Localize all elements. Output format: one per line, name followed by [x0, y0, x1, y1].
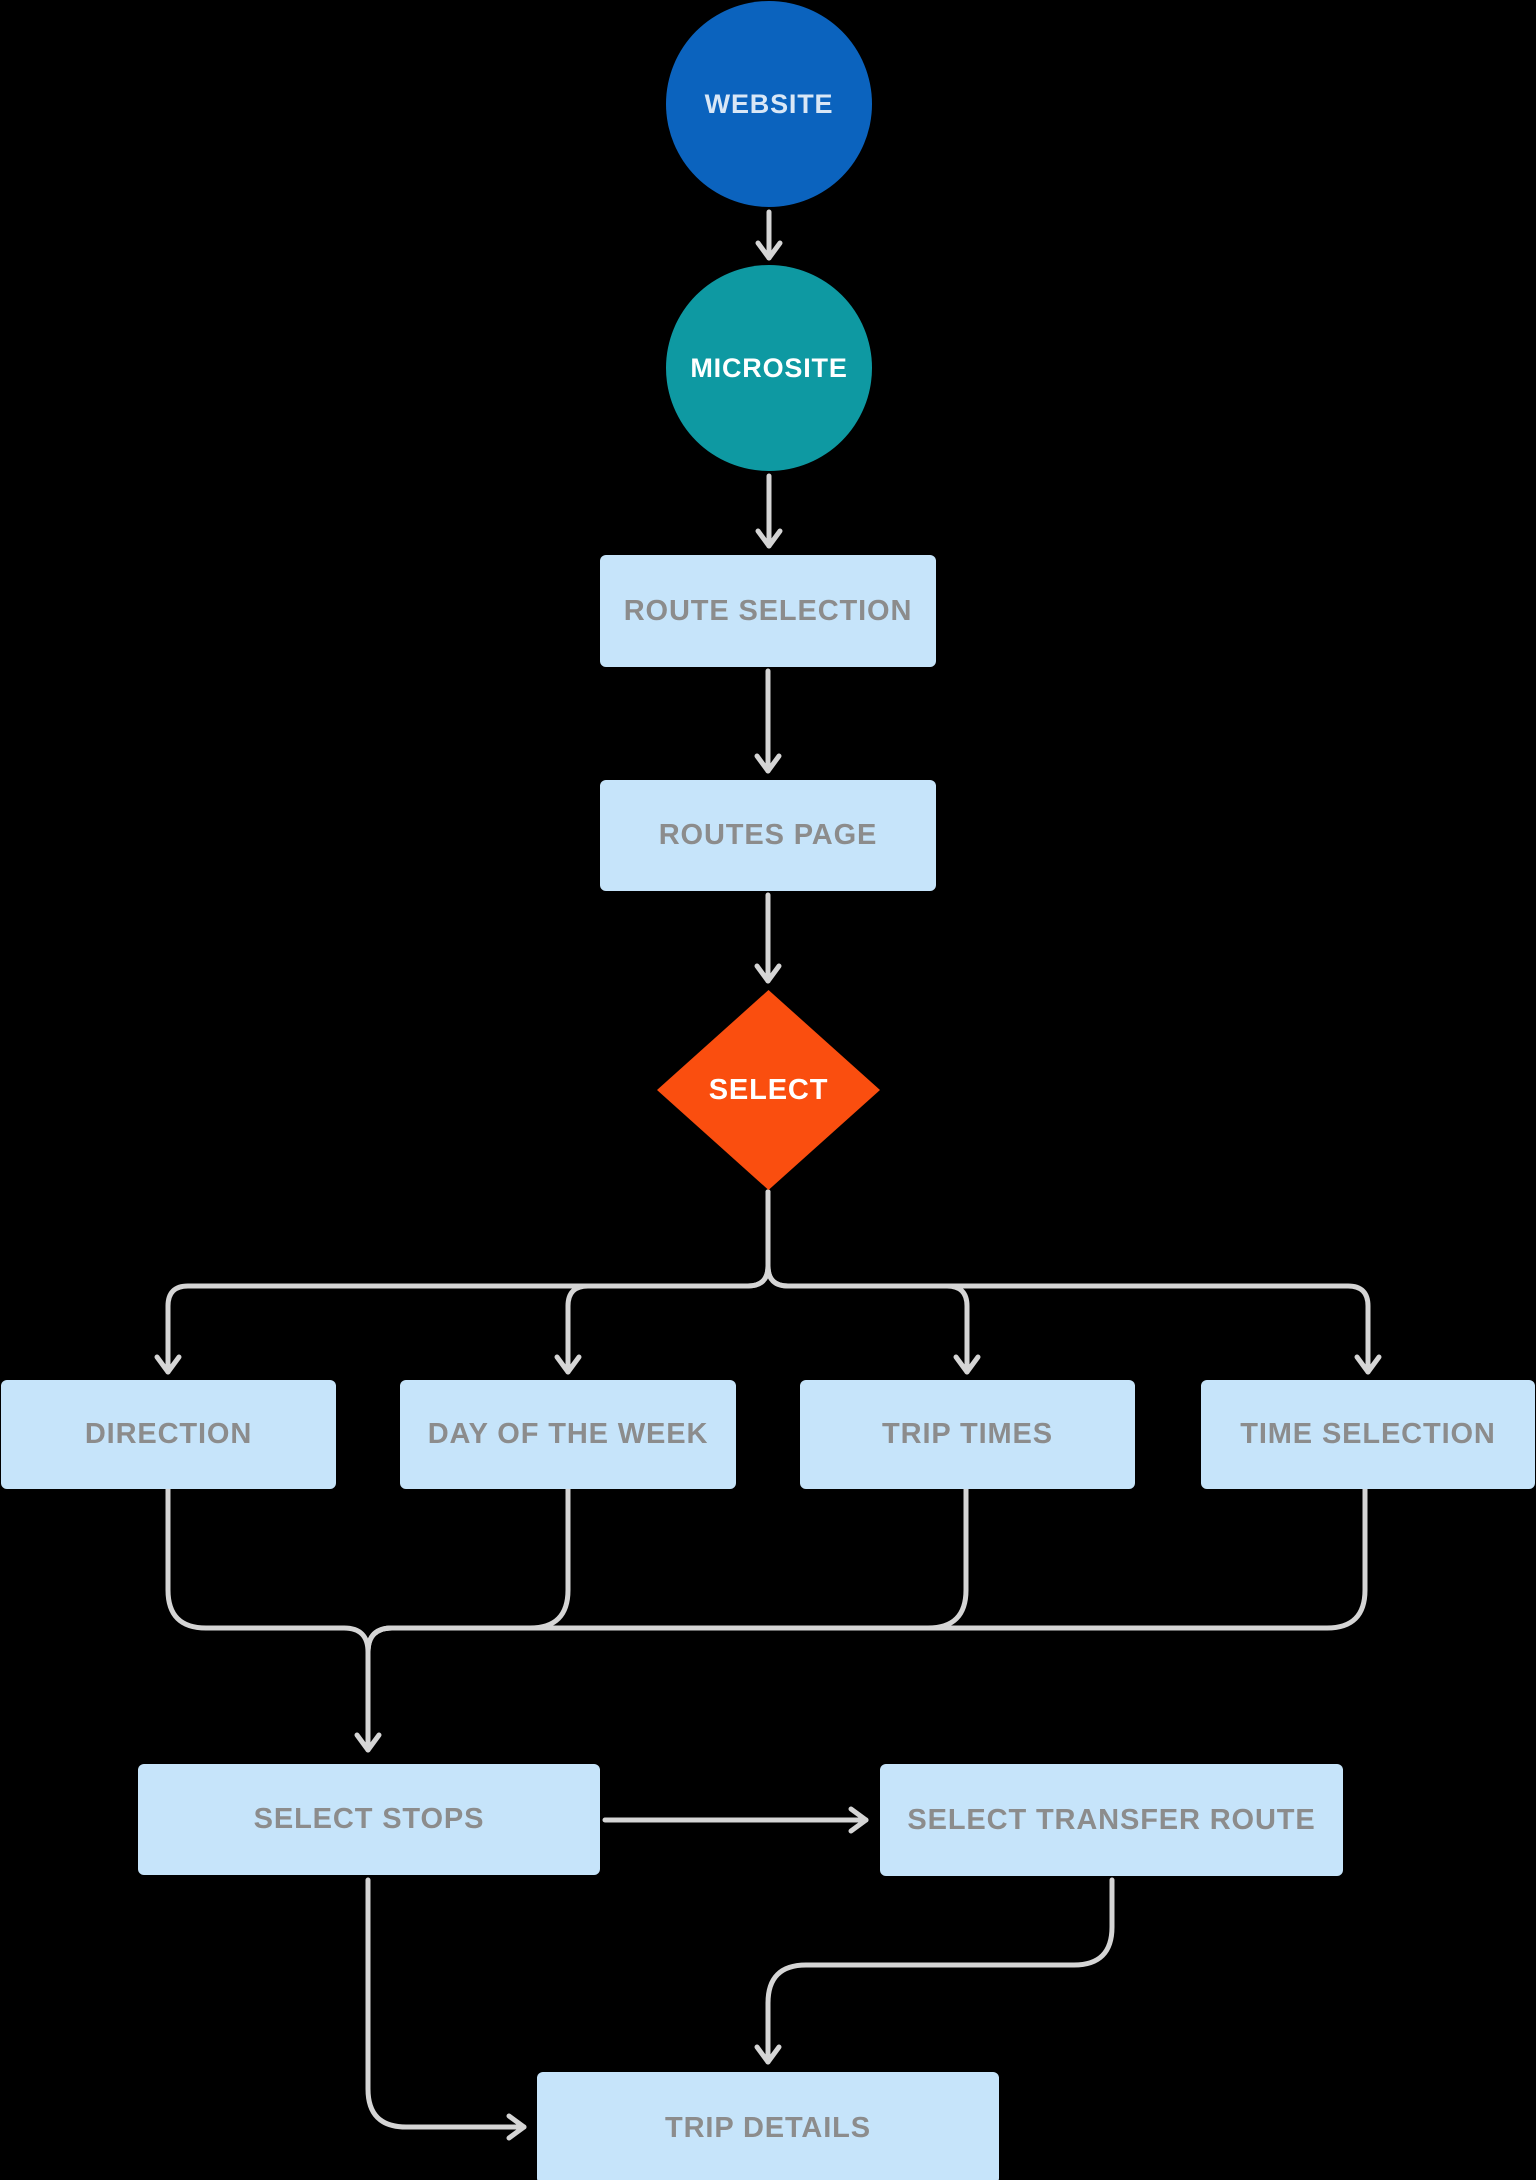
edge-select-transfer-route-trip-details — [754, 1877, 1115, 2065]
node-select-stops: SELECT STOPS — [138, 1764, 600, 1875]
node-select-transfer-route-label: SELECT TRANSFER ROUTE — [907, 1803, 1316, 1836]
node-microsite-label: MICROSITE — [690, 352, 848, 383]
node-routes-page: ROUTES PAGE — [600, 780, 936, 891]
edge-direction-select-stops — [165, 1486, 382, 1753]
node-select-transfer-route: SELECT TRANSFER ROUTE — [880, 1764, 1343, 1876]
node-time-selection-label: TIME SELECTION — [1240, 1418, 1496, 1450]
edge-select-trip-times — [765, 1189, 981, 1375]
node-trip-details: TRIP DETAILS — [537, 2072, 999, 2180]
node-routes-page-label: ROUTES PAGE — [658, 819, 878, 851]
node-direction: DIRECTION — [1, 1380, 336, 1489]
node-website-label: WEBSITE — [704, 88, 834, 119]
node-day-of-the-week-label: DAY OF THE WEEK — [427, 1418, 709, 1450]
edge-select-time-selection — [765, 1189, 1382, 1375]
node-microsite: MICROSITE — [666, 265, 872, 471]
edge-select-stops-trip-details — [365, 1877, 527, 2141]
node-trip-times: TRIP TIMES — [800, 1380, 1135, 1489]
node-trip-times-label: TRIP TIMES — [882, 1418, 1053, 1450]
edge-select-direction — [154, 1189, 771, 1375]
node-select-stops-label: SELECT STOPS — [253, 1803, 485, 1835]
node-route-selection-label: ROUTE SELECTION — [623, 594, 913, 627]
node-time-selection: TIME SELECTION — [1201, 1380, 1535, 1489]
node-trip-details-label: TRIP DETAILS — [665, 2111, 871, 2144]
node-route-selection: ROUTE SELECTION — [600, 555, 936, 667]
node-website: WEBSITE — [666, 1, 872, 207]
edge-select-day-of-week — [554, 1189, 771, 1375]
edge-time-selection-select-stops — [365, 1486, 1368, 1655]
node-select-label: SELECT — [708, 1073, 829, 1106]
node-day-of-the-week: DAY OF THE WEEK — [400, 1380, 736, 1489]
node-direction-label: DIRECTION — [84, 1418, 253, 1450]
